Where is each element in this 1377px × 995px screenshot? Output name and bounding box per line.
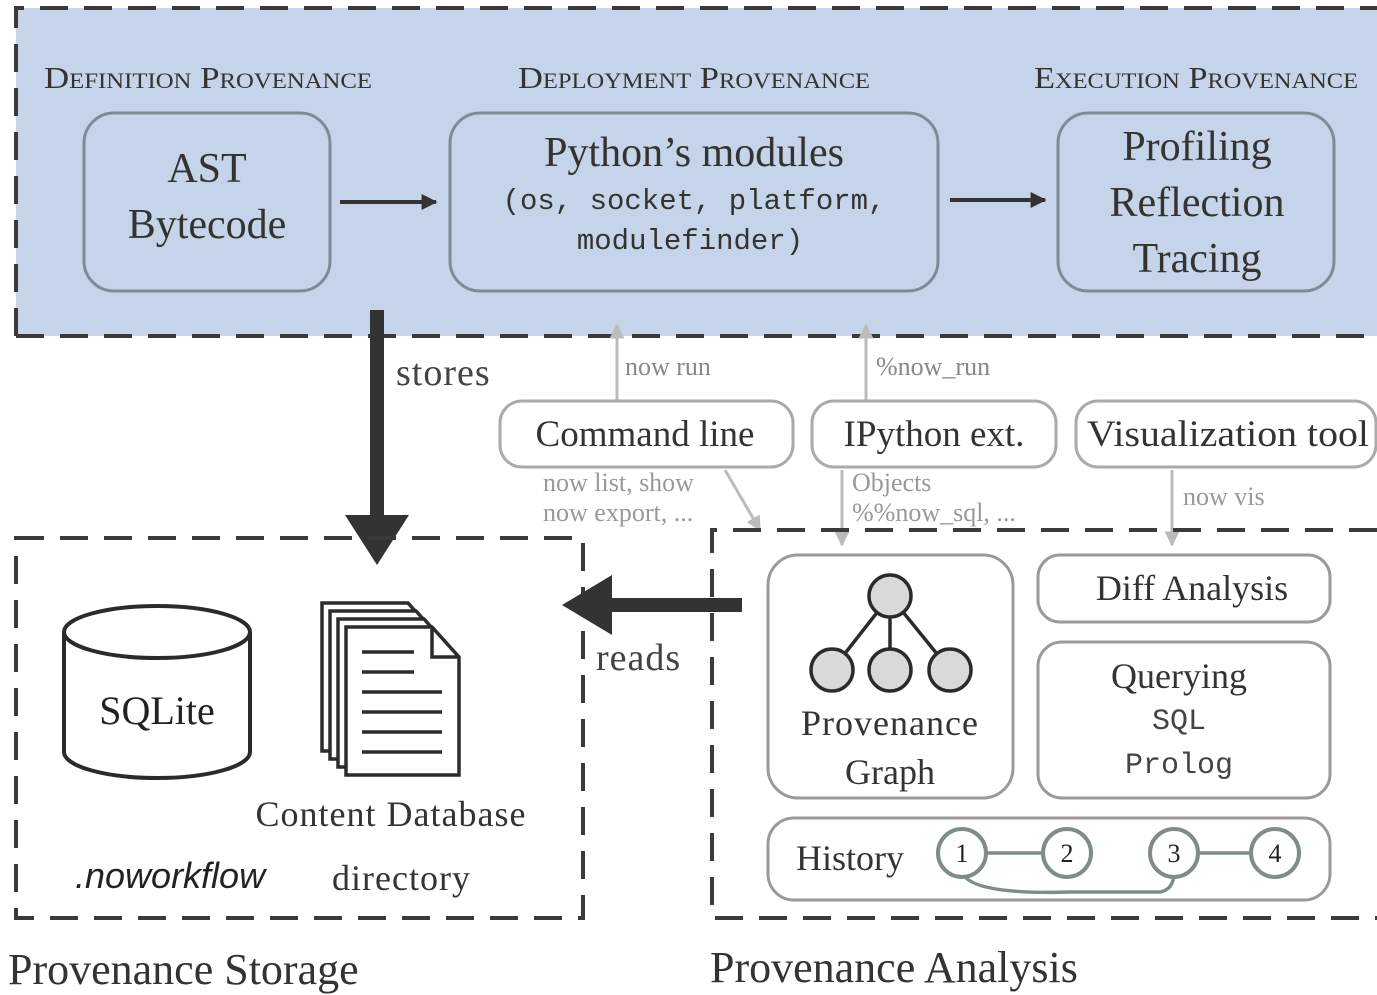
history-node-3-label: 3 <box>1168 839 1181 868</box>
visualization-box <box>1074 399 1377 469</box>
collection-band-border <box>14 6 1377 338</box>
reads-label: reads <box>596 637 681 679</box>
command-line-down-arrow <box>723 469 762 532</box>
sqlite-cylinder <box>62 632 252 780</box>
bytecode-label: Bytecode <box>128 202 287 248</box>
querying-label: Querying <box>1111 656 1247 696</box>
now-run-label: now run <box>625 352 711 381</box>
ipython-box <box>810 399 1058 469</box>
collection-band <box>16 8 1377 336</box>
diff-analysis-label: Diff Analysis <box>1096 568 1288 608</box>
command-line-sub1: now list, show <box>543 468 694 497</box>
ast-label: AST <box>167 146 246 192</box>
command-line-sub2: now export, ... <box>543 498 693 527</box>
noworkflow-dir-name: .noworkflow <box>75 855 267 896</box>
python-modules-label: Python’s modules <box>544 130 844 176</box>
stores-label: stores <box>396 352 491 394</box>
definition-provenance-title: Definition Provenance <box>44 60 372 95</box>
provenance-analysis-title: Provenance Analysis <box>710 943 1078 992</box>
deployment-provenance-title: Deployment Provenance <box>518 60 870 95</box>
graph-icon <box>809 573 973 693</box>
provenance-storage-title: Provenance Storage <box>8 945 359 994</box>
sqlite-cylinder-top <box>62 604 252 660</box>
history-branch-link <box>960 871 1176 895</box>
diff-analysis-box <box>1036 553 1332 624</box>
history-timeline: 1 2 3 4 <box>936 827 1301 895</box>
storage-box <box>14 536 585 920</box>
profiling-label: Profiling <box>1122 124 1271 170</box>
ipython-sub1: Objects <box>852 468 931 497</box>
history-node-2 <box>1041 827 1093 879</box>
now-vis-label: now vis <box>1183 482 1265 511</box>
sql-label: SQL <box>1152 705 1206 739</box>
definition-box <box>82 111 332 293</box>
sqlite-label: SQLite <box>99 688 215 733</box>
command-line-box <box>498 399 795 469</box>
analysis-box <box>710 528 1377 920</box>
reflection-label: Reflection <box>1110 180 1285 226</box>
pct-now-run-label: %now_run <box>876 352 990 381</box>
provenance-graph-line1: Provenance <box>801 703 979 743</box>
modules-list-line1: (os, socket, platform, <box>503 185 886 218</box>
execution-provenance-title: Execution Provenance <box>1034 60 1358 95</box>
content-database-icon <box>320 601 461 777</box>
directory-label: directory <box>332 858 471 898</box>
ipython-label: IPython ext. <box>844 414 1025 455</box>
content-database-label: Content Database <box>256 794 527 834</box>
history-node-3 <box>1148 827 1200 879</box>
history-node-1 <box>936 827 988 879</box>
ipython-sub2: %%now_sql, ... <box>852 498 1016 527</box>
modules-list-line2: modulefinder) <box>577 225 803 258</box>
visualization-label: Visualization tool <box>1087 414 1369 455</box>
history-label: History <box>796 838 904 878</box>
command-line-label: Command line <box>536 414 755 455</box>
history-node-4-label: 4 <box>1269 839 1282 868</box>
execution-box <box>1056 111 1336 293</box>
provenance-graph-line2: Graph <box>845 752 935 792</box>
deployment-box <box>448 111 940 293</box>
tracing-label: Tracing <box>1132 236 1261 282</box>
history-node-2-label: 2 <box>1061 839 1074 868</box>
prolog-label: Prolog <box>1125 749 1233 783</box>
querying-box <box>1036 640 1332 800</box>
reads-arrow-head <box>562 575 612 635</box>
history-node-4 <box>1249 827 1301 879</box>
history-node-1-label: 1 <box>956 839 969 868</box>
